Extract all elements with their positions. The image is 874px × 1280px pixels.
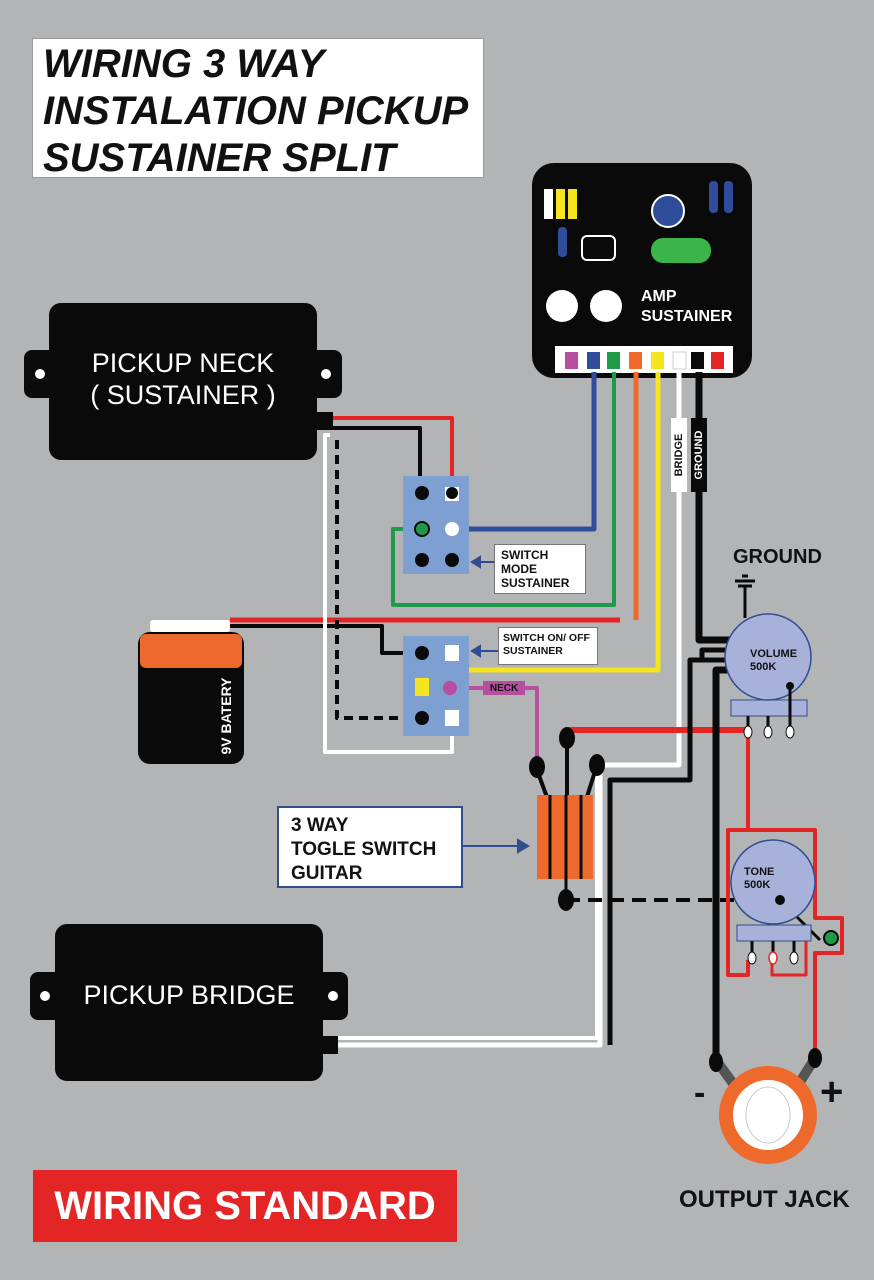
title-line-2: INSTALATION PICKUP [43,89,469,133]
toggle-switch-body [529,727,605,911]
jack-minus: - [694,1074,706,1112]
bridge-tag-box [671,418,687,492]
output-jack [709,1048,822,1164]
toggle-line-3: GUITAR [291,863,363,884]
toggle-black-wire [607,657,735,1045]
toggle-white-wire [335,765,599,1040]
pickup-neck-line-1: PICKUP NECK [91,348,275,378]
tone-red-inner [770,940,808,977]
ground-symbol [735,574,755,618]
bridge-white-wire [335,372,682,1048]
toggle-red-wire [564,727,748,745]
pickup-neck-label: PICKUP NECK ( SUSTAINER ) [49,347,317,411]
neck-screw-left [35,369,45,379]
ground-tag-box [691,418,707,492]
pickup-bridge-label: PICKUP BRIDGE [83,980,295,1010]
volume-line-2: 500K [750,661,777,673]
tone-line-1: TONE [744,866,775,878]
title-box: WIRING 3 WAY INSTALATION PICKUP SUSTAINE… [32,38,484,180]
bridge-tag: BRIDGE [673,434,685,477]
neck-red-wire [330,416,454,493]
output-jack-label: OUTPUT JACK [679,1186,850,1213]
green-wire [391,372,616,607]
battery [138,620,244,764]
neck-magenta-wire [450,686,539,768]
neck-black-wire [330,426,422,493]
amp-sustainer-module [532,163,752,378]
switch-onoff-callout: SWITCH ON/ OFF SUSTAINER [498,627,598,665]
neck-screw-right [321,369,331,379]
neck-tag [483,681,525,695]
switch-mode-line-3: SUSTAINER [501,576,570,590]
bridge-screw-right [328,991,338,1001]
wiring-standard-banner: WIRING STANDARD [33,1170,457,1242]
switch-onoff-line-1: SWITCH ON/ OFF [503,632,590,644]
jack-ground-wire-2 [699,647,735,660]
amp-label-line-2: SUSTAINER [641,308,733,325]
tone-red-loop-2 [748,828,844,1058]
volume-pot [724,613,812,739]
battery-label: 9V BATERY [218,677,234,755]
switch-onoff-line-2: SUSTAINER [503,645,563,657]
bridge-screw-left [40,991,50,1001]
title-line-3: SUSTAINER SPLIT [43,136,396,180]
pickup-bridge: PICKUP BRIDGE [55,924,323,1081]
bridge-cable-socket [322,1036,338,1054]
switch-mode-line-1: SWITCH [501,548,549,562]
switch-mode-line-2: MODE [501,562,537,576]
neck-white-wire [323,433,454,754]
toggle-line-2: TOGLE SWITCH [291,839,437,860]
tone-label: TONE 500K [744,866,774,892]
neck-cable-socket [317,412,333,430]
mode-switch [403,476,469,574]
toggle-callout: 3 WAY TOGLE SWITCH GUITAR [277,806,463,888]
switch-mode-callout: SWITCH MODE SUSTAINER [494,544,586,594]
tone-line-2: 500K [744,879,771,891]
neck-dashed-wire [335,440,422,720]
toggle-line-1: 3 WAY [291,815,349,836]
title-line-1: WIRING 3 WAY [43,42,325,86]
amp-label: AMP SUSTAINER [641,287,732,327]
tone-red-loop [726,730,750,977]
jack-plus: + [820,1070,844,1114]
amp-label-line-1: AMP [641,288,677,305]
onoff-switch [403,636,469,736]
blue-wire [452,372,597,532]
ground-label: GROUND [733,546,822,568]
pickup-neck: PICKUP NECK ( SUSTAINER ) [49,303,317,460]
callout-arrows [462,555,530,854]
pickup-neck-line-2: ( SUSTAINER ) [90,380,276,410]
ground-tag: GROUND [693,431,705,480]
battery-black-wire [230,624,423,655]
volume-line-1: VOLUME [750,648,798,660]
tone-pot [730,839,839,965]
neck-tag-text: NECK [490,683,519,694]
ground-black-wire [695,372,730,644]
volume-label: VOLUME 500K [750,648,797,674]
